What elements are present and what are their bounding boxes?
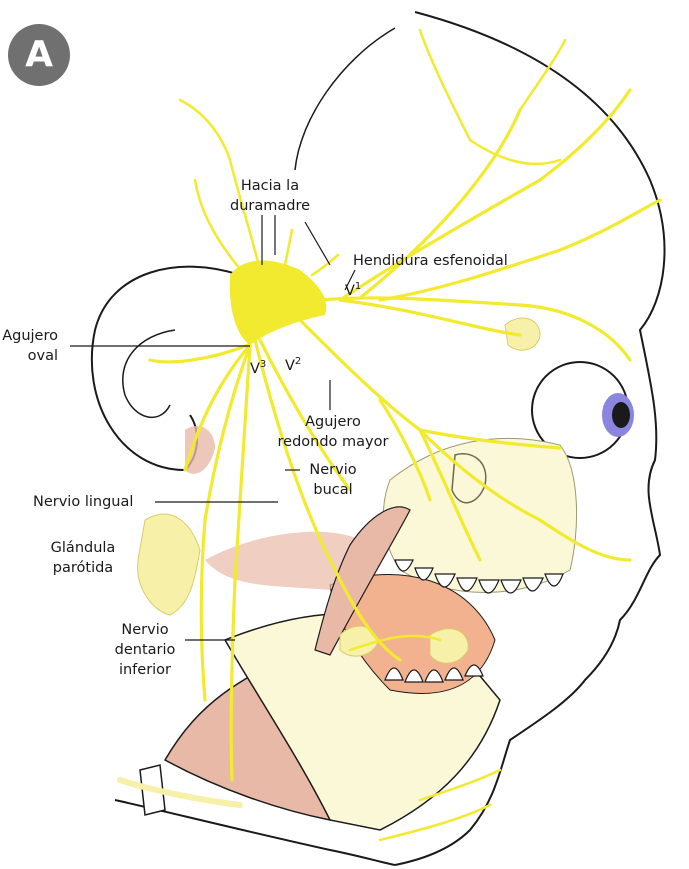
label-line: redondo mayor xyxy=(268,432,398,452)
label-line: Nervio xyxy=(298,460,368,480)
label-line: Agujero xyxy=(268,412,398,432)
label-line: duramadre xyxy=(225,196,315,216)
parotid-gland xyxy=(138,514,200,615)
v3-letter: V xyxy=(250,361,260,377)
label-agujero-redondo-mayor: Agujero redondo mayor xyxy=(268,412,398,452)
v2-superscript: 2 xyxy=(295,356,301,367)
label-line: bucal xyxy=(298,480,368,500)
label-glandula-parotida: Glándula parótida xyxy=(38,538,128,578)
label-line: dentario xyxy=(105,640,185,660)
ear-inner xyxy=(123,330,175,417)
label-line: inferior xyxy=(105,660,185,680)
back-of-head xyxy=(295,28,395,170)
label-line: Hacia la xyxy=(225,176,315,196)
label-hendidura-esfenoidal: Hendidura esfenoidal xyxy=(353,251,508,271)
ear-outline xyxy=(92,267,240,470)
label-nervio-bucal: Nervio bucal xyxy=(298,460,368,500)
label-line: oval xyxy=(0,346,58,366)
label-v2: V2 xyxy=(285,352,301,376)
label-nervio-lingual: Nervio lingual xyxy=(33,492,133,512)
label-v1: V1 xyxy=(345,277,361,301)
label-line: Glándula xyxy=(38,538,128,558)
pupil xyxy=(612,402,630,428)
label-line: parótida xyxy=(38,558,128,578)
v1-letter: V xyxy=(345,283,355,299)
label-nervio-dentario-inferior: Nervio dentario inferior xyxy=(105,620,185,680)
v3-superscript: 3 xyxy=(260,359,266,370)
ear-muscle xyxy=(185,426,215,474)
label-line: Nervio xyxy=(105,620,185,640)
label-v3: V3 xyxy=(250,355,266,379)
label-hacia-la-duramadre: Hacia la duramadre xyxy=(225,176,315,216)
v1-superscript: 1 xyxy=(355,281,361,292)
label-line: Agujero xyxy=(0,326,58,346)
panel-letter-badge: A xyxy=(8,24,70,86)
label-agujero-oval: Agujero oval xyxy=(0,326,58,366)
v2-letter: V xyxy=(285,358,295,374)
